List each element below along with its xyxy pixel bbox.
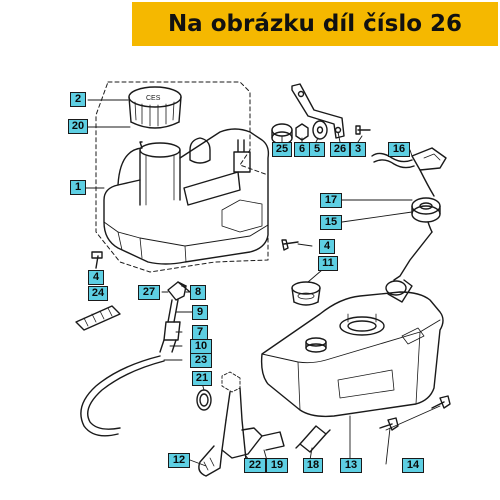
svg-text:CES: CES [146,95,161,102]
callout-20: 20 [68,119,88,134]
title-banner: Na obrázku díl číslo 26 [132,2,498,46]
callout-13: 13 [340,458,362,473]
callout-6: 6 [294,142,310,157]
callout-4-lower: 4 [88,270,104,285]
callout-17: 17 [320,193,342,208]
callout-12: 12 [168,453,190,468]
callout-23: 23 [190,353,212,368]
upper-tank-drawing [103,128,270,265]
callout-11: 11 [318,256,338,271]
callout-24: 24 [88,286,108,301]
fuel-gauge-drawing [371,147,447,303]
screws-drawing [91,239,299,269]
callout-16: 16 [388,142,410,157]
callout-26: 26 [330,142,350,157]
tank-bolts-drawing [379,395,451,431]
callout-19: 19 [266,458,288,473]
callout-15: 15 [320,215,342,230]
callout-4-upper: 4 [319,239,335,254]
upper-tank-group-outline [95,81,269,273]
callout-18: 18 [303,458,323,473]
callout-2: 2 [70,92,86,107]
callout-5: 5 [309,142,325,157]
callout-27: 27 [138,285,160,300]
callout-21: 21 [192,371,212,386]
callout-1: 1 [70,180,86,195]
callout-25: 25 [272,142,292,157]
callout-22: 22 [244,458,266,473]
inline-filter-drawing [295,425,331,453]
callout-3: 3 [350,142,366,157]
banner-title: Na obrázku díl číslo 26 [167,11,463,37]
callout-7: 7 [192,325,208,340]
o-ring-drawing [196,389,212,411]
callout-8: 8 [190,285,206,300]
fuel-cap-drawing: CES [128,86,182,129]
fuel-filter-drawing [159,281,191,353]
spring-clip-drawing [75,305,121,331]
callout-10: 10 [190,339,212,354]
lower-tank-drawing [260,291,444,418]
callout-9: 9 [192,305,208,320]
lower-cap-drawing [291,281,321,306]
fuel-hose-drawing [80,355,165,437]
mounting-bracket-drawing [291,83,371,139]
grommet-nut-washer-drawing [271,120,328,145]
callout-14: 14 [402,458,424,473]
